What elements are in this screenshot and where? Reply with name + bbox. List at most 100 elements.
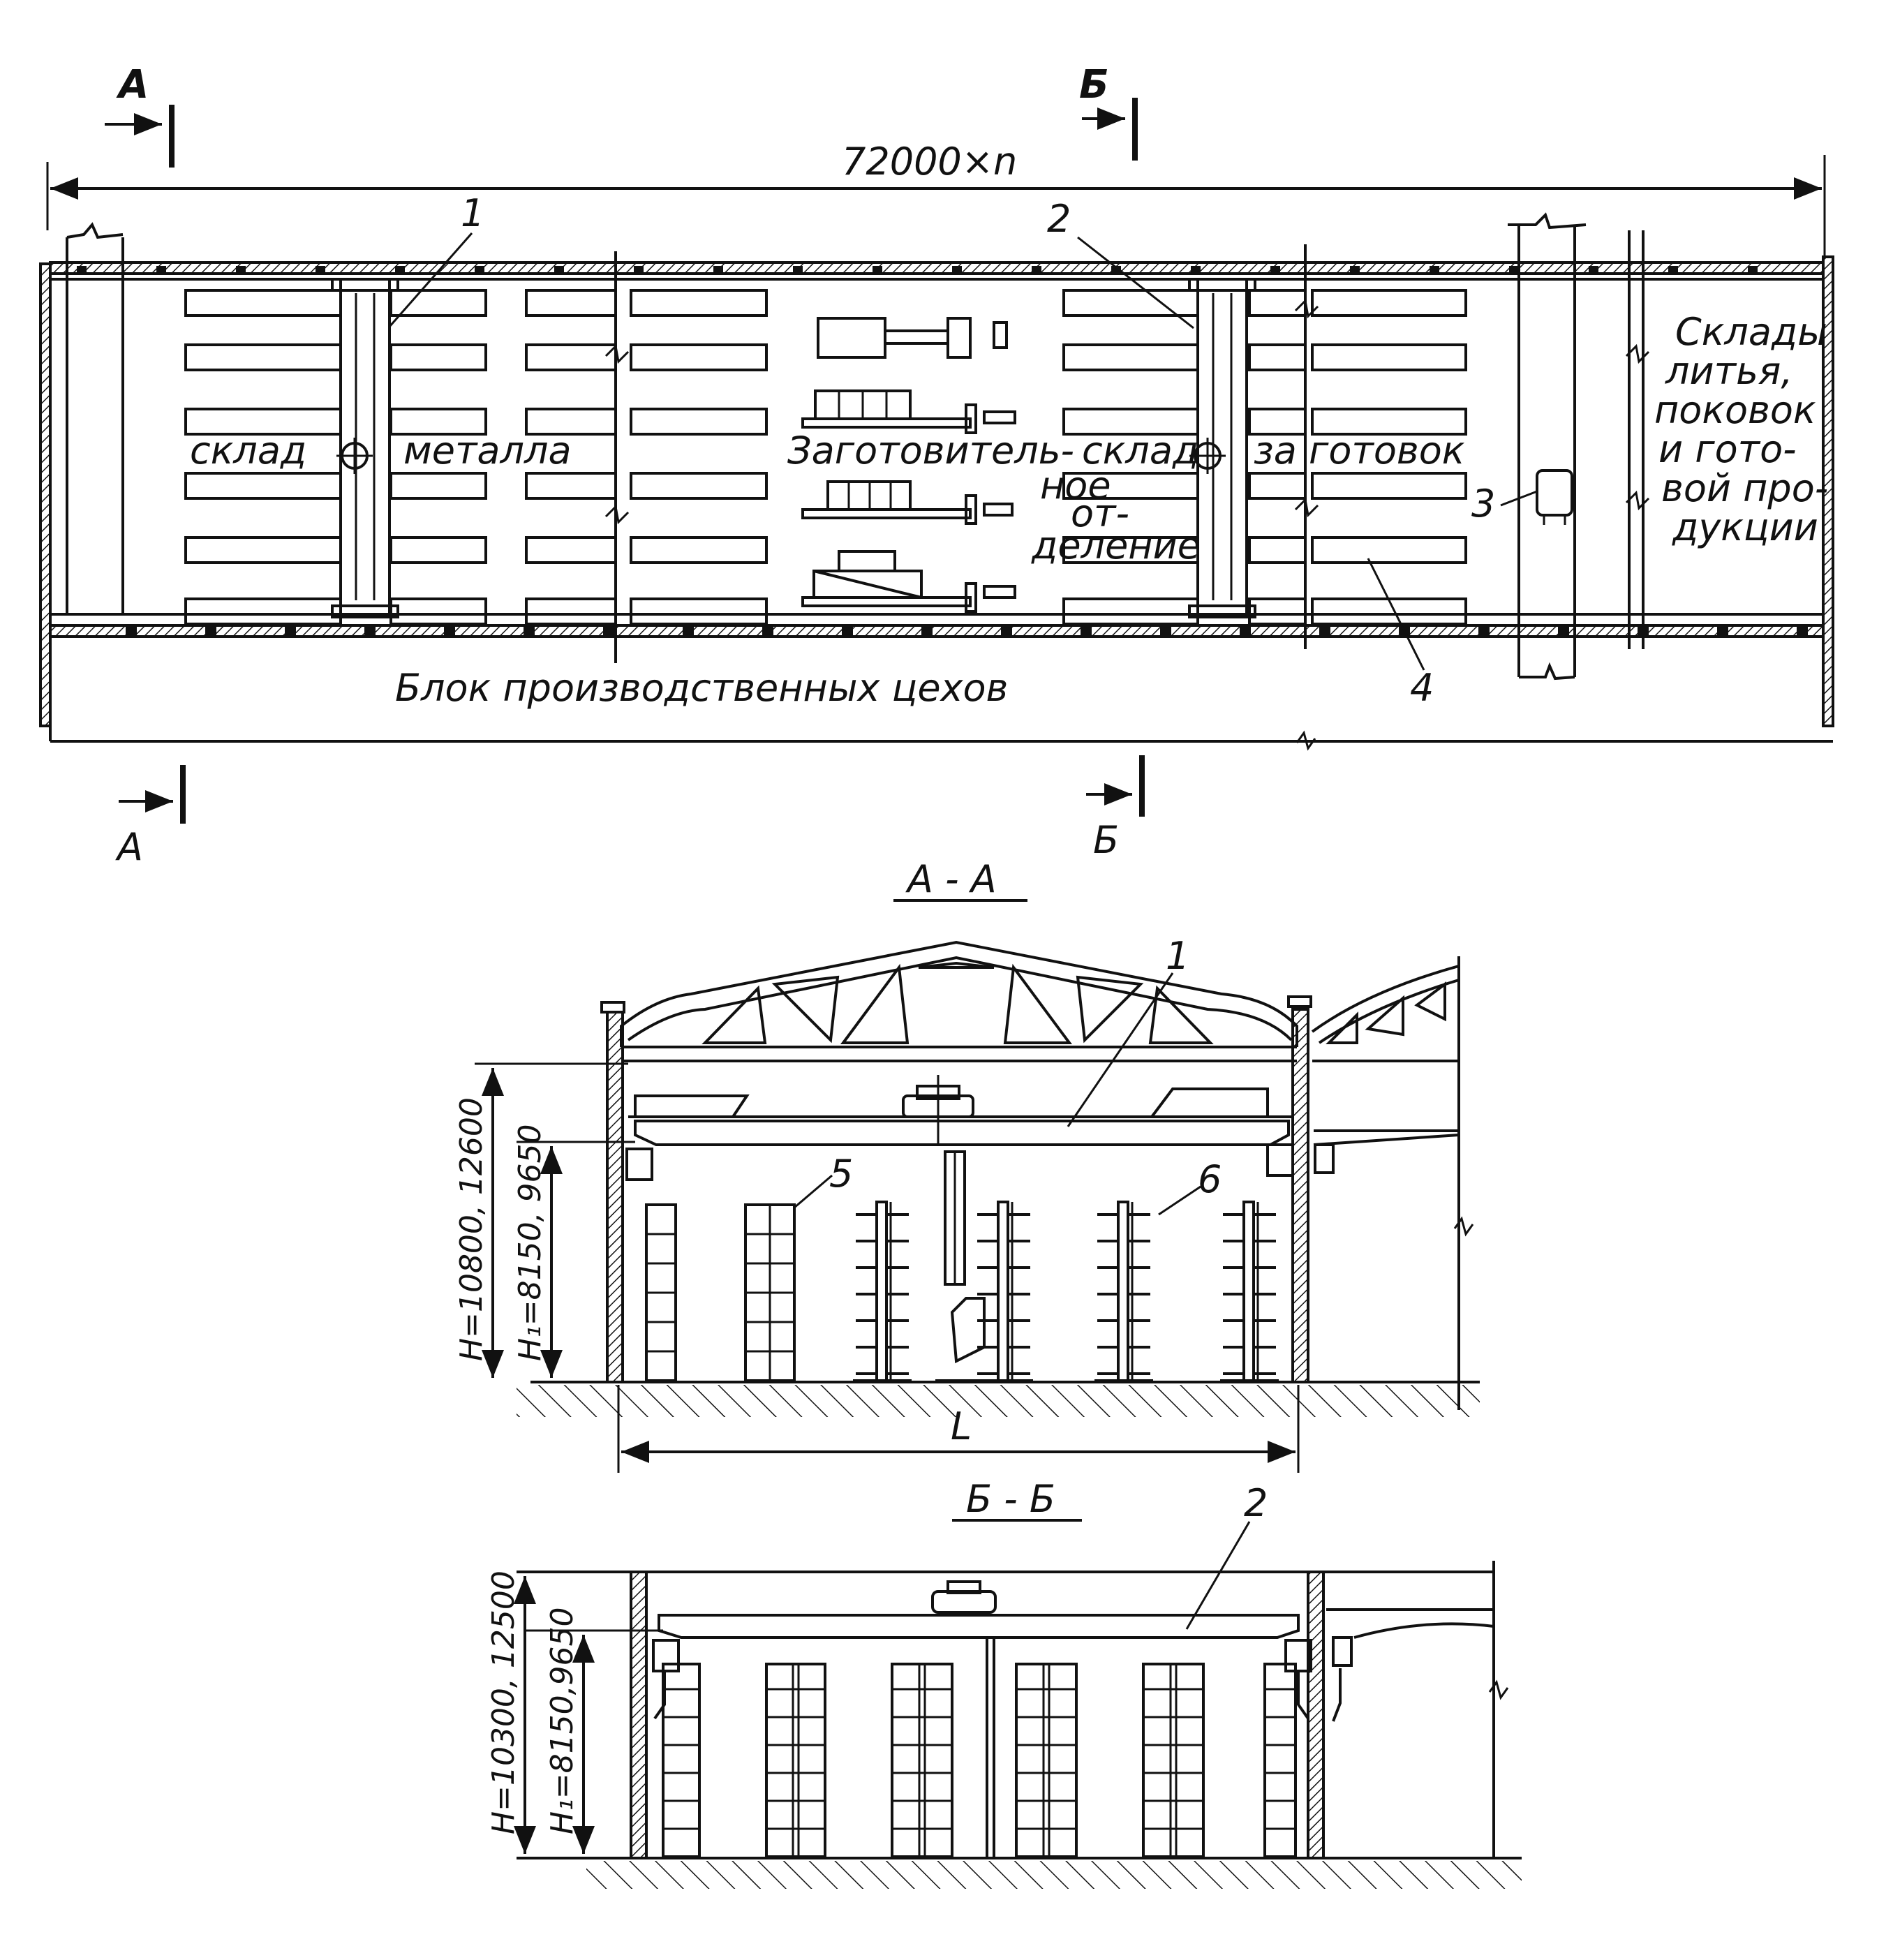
storage-rack: [525, 536, 617, 564]
crane-bridge-2: [1188, 278, 1256, 618]
rail-column-dot: [77, 266, 87, 274]
metal-store-word1: склад: [190, 429, 306, 473]
metal-store-word2: металла: [403, 429, 572, 473]
rail-column-dot: [1270, 266, 1280, 274]
truss-triangle: [918, 961, 995, 969]
bb-callout-2: 2: [1244, 1481, 1268, 1525]
rail-column-dot: [524, 627, 535, 637]
storage-rack: [184, 597, 342, 625]
bb-left-wall: [630, 1571, 648, 1859]
truss-triangle: [1076, 975, 1144, 1044]
roof-truss: [600, 940, 1312, 1062]
overall-dimension: 72000×n: [46, 140, 1826, 258]
bb-dim-h1: H₁=8150,9650: [544, 1607, 580, 1834]
aa-callout-5: 5: [829, 1152, 853, 1196]
stores-line4: и гото-: [1658, 427, 1797, 471]
crane-bb: [652, 1580, 1494, 1858]
prep-line4: деление: [1031, 524, 1201, 567]
storage-rack: [184, 343, 342, 371]
rail-column-dot: [316, 266, 325, 274]
section-b-marker-bottom: Б: [1086, 755, 1145, 862]
rail-column-dot: [1240, 627, 1251, 637]
storage-rack: [1311, 289, 1467, 317]
rail-column-dot: [683, 627, 694, 637]
aa-callout-6: 6: [1198, 1157, 1222, 1201]
section-b-marker-top: Б: [1079, 62, 1138, 161]
storage-rack: [630, 472, 768, 500]
cantilever-post: [1117, 1201, 1129, 1382]
storage-rack: [525, 472, 617, 500]
left-wall: [39, 262, 52, 727]
rail-column-dot: [1160, 627, 1171, 637]
stores-line6: дукции: [1672, 505, 1818, 549]
storage-rack: [389, 289, 487, 317]
rail-column-dot: [952, 266, 962, 274]
rail-column-dot: [475, 266, 484, 274]
rail-column-dot: [603, 627, 614, 637]
storage-rack: [630, 408, 768, 436]
rail-column-dot: [156, 266, 166, 274]
rail-column-dot: [364, 627, 376, 637]
storage-rack: [1248, 408, 1307, 436]
rail-column-dot: [921, 627, 933, 637]
storage-rack: [1248, 343, 1307, 371]
rail-column-dot: [1430, 266, 1439, 274]
storage-rack: [525, 289, 617, 317]
item-3-device: [1536, 469, 1573, 517]
rail-column-dot: [1001, 627, 1012, 637]
rail-column-dot: [1748, 266, 1758, 274]
storage-rack: [1311, 536, 1467, 564]
storage-rack: [1311, 408, 1467, 436]
rail-column-dot: [842, 627, 853, 637]
cantilever-post: [1242, 1201, 1255, 1382]
racks-bb: [662, 1663, 1297, 1858]
rail-column-dot: [634, 266, 644, 274]
rail-column-dot: [1797, 627, 1808, 637]
section-b-label-bottom: Б: [1093, 818, 1119, 862]
rail-column-dot: [1350, 266, 1360, 274]
crane-aa: [625, 1075, 1460, 1382]
rail-column-dot: [1319, 627, 1330, 637]
aa-dimensions: H=10800, 12600 H₁=8150, 9650 L 1 5 6: [454, 934, 1474, 1473]
storage-rack: [630, 536, 768, 564]
section-aa-title: А - А: [905, 857, 997, 901]
rail-column-dot: [762, 627, 773, 637]
rail-column-dot: [873, 266, 882, 274]
rail-column-dot: [1717, 627, 1728, 637]
storage-rack: [1248, 472, 1307, 500]
stores-line5: вой про-: [1661, 466, 1828, 510]
storage-rack: [184, 536, 342, 564]
bb-ground: [586, 1861, 1522, 1889]
aa-dim-h1: H₁=8150, 9650: [512, 1124, 548, 1361]
rail-column-dot: [713, 266, 723, 274]
section-a-label-top: А: [116, 62, 149, 107]
rail-column-dot: [1558, 627, 1569, 637]
rail-column-dot: [1032, 266, 1041, 274]
storage-rack: [1062, 289, 1199, 317]
storage-rack: [1248, 289, 1307, 317]
rail-column-dot: [285, 627, 296, 637]
rail-column-dot: [1081, 627, 1092, 637]
production-block-label: Блок производственных цехов: [395, 666, 1008, 710]
section-a-marker-top: А: [105, 62, 175, 168]
rail-column-dot: [1509, 266, 1519, 274]
rail-column-dot: [1668, 266, 1678, 274]
neighbor-roof-truss: [1311, 965, 1460, 1062]
cantilever-post: [875, 1201, 888, 1382]
callout-3: 3: [1471, 482, 1495, 526]
rail-column-dot: [126, 627, 137, 637]
storage-rack: [1248, 597, 1307, 625]
racks-aa-cells: [645, 1203, 796, 1382]
storage-rack: [525, 597, 617, 625]
callout-4: 4: [1410, 666, 1434, 710]
stores-line2: литья,: [1665, 349, 1793, 393]
bb-dim-h: H=10300, 12500: [486, 1571, 521, 1834]
storage-rack: [1248, 536, 1307, 564]
truss-triangle: [701, 985, 767, 1044]
aa-ground: [517, 1385, 1480, 1417]
callout-1: 1: [461, 191, 484, 235]
prep-department-machines: [801, 317, 1016, 613]
storage-rack: [389, 536, 487, 564]
storage-rack: [630, 597, 768, 625]
prep-line1: Заготовитель-: [787, 429, 1074, 473]
